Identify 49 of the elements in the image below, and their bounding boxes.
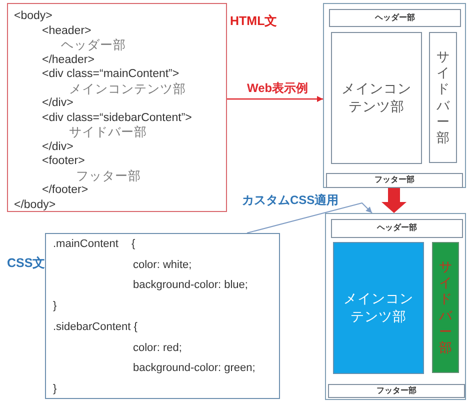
code-line: </header> <box>42 52 94 66</box>
code-line: <div class=“mainContent”> <box>42 67 180 81</box>
code-line: <header> <box>42 24 92 38</box>
area-label: ヘッダー部 <box>375 12 415 24</box>
code-line: <footer> <box>42 154 85 168</box>
area-label: フッター部 <box>376 386 416 396</box>
footer-bar <box>328 384 465 398</box>
code-line: </body> <box>14 198 56 212</box>
panel-heading: CSS文 <box>7 256 46 270</box>
code-line: サイドバー部 <box>69 125 147 139</box>
edge-label: カスタムCSS適用 <box>242 194 339 207</box>
area-label: サイドバー部 <box>439 258 452 356</box>
page-mockup <box>325 213 466 400</box>
header-bar <box>329 9 461 27</box>
code-line: background-color: green; <box>133 361 256 376</box>
edge-label: Web表示例 <box>247 82 308 95</box>
code-line: ヘッダー部 <box>61 38 126 52</box>
html-code-panel <box>7 3 227 212</box>
footer-bar <box>326 173 463 188</box>
content-panel <box>331 32 422 164</box>
arrow <box>246 202 372 234</box>
block-arrow <box>382 188 406 213</box>
code-line: フッター部 <box>76 168 141 182</box>
code-line: .mainContent { <box>53 237 136 251</box>
header-bar <box>331 219 463 238</box>
area-label: フッター部 <box>374 175 414 186</box>
page-mockup <box>323 3 466 188</box>
code-line: background-color: blue; <box>133 278 248 292</box>
code-line: </div> <box>42 96 74 110</box>
code-line: <div class=“sidebarContent”> <box>42 110 192 124</box>
area-label: メインコンテンツ部 <box>342 80 412 116</box>
code-line: .sidebarContent { <box>53 320 138 334</box>
area-label: サイドバー部 <box>436 48 450 146</box>
sidebar-panel <box>429 32 457 163</box>
code-line: </div> <box>42 140 74 154</box>
css-code-panel <box>45 233 280 399</box>
code-line: メインコンテンツ部 <box>69 82 186 96</box>
sidebar-panel <box>432 242 459 373</box>
code-line: color: red; <box>133 340 182 354</box>
code-line: } <box>53 299 57 314</box>
content-panel <box>333 242 424 374</box>
code-line: </footer> <box>42 183 88 197</box>
code-line: <body> <box>14 9 52 23</box>
arrow <box>227 96 323 102</box>
panel-heading: HTML文 <box>230 14 278 28</box>
area-label: メインコンテンツ部 <box>344 290 414 326</box>
code-line: } <box>53 382 57 396</box>
code-line: color: white; <box>133 258 192 272</box>
area-label: ヘッダー部 <box>377 223 417 234</box>
